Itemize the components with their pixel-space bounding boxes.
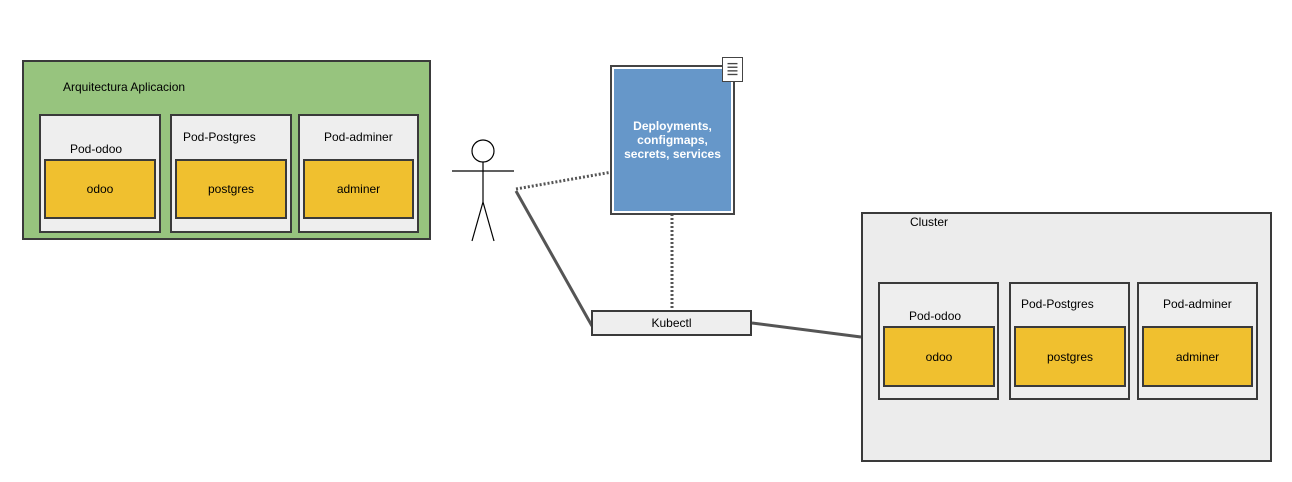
kubectl-label: Kubectl — [651, 316, 692, 330]
user-stick-figure-icon[interactable] — [448, 138, 520, 244]
cluster-container-odoo[interactable]: odoo — [883, 326, 995, 387]
kubectl-to-cluster-connector — [751, 321, 862, 339]
cluster-pod-postgres-label: Pod-Postgres — [1021, 297, 1094, 311]
manifest-text: Deployments, configmaps, secrets, servic… — [624, 119, 721, 161]
arch-container-adminer[interactable]: adminer — [303, 159, 414, 219]
user-to-kubectl-connector — [514, 190, 594, 327]
architecture-title: Arquitectura Aplicacion — [63, 80, 186, 94]
arch-pod-odoo-label: Pod-odoo — [70, 142, 123, 156]
user-to-manifest-connector — [515, 170, 613, 191]
cluster-container-adminer[interactable]: adminer — [1142, 326, 1253, 387]
arch-container-odoo[interactable]: odoo — [44, 159, 156, 219]
arch-pod-postgres-label: Pod-Postgres — [183, 130, 256, 144]
cluster-pod-odoo-label: Pod-odoo — [909, 309, 962, 323]
cluster-container-postgres[interactable]: postgres — [1014, 326, 1126, 387]
kubectl-node[interactable]: Kubectl — [591, 310, 752, 336]
manifest-document[interactable]: Deployments, configmaps, secrets, servic… — [610, 65, 735, 215]
document-icon — [722, 57, 743, 82]
arch-container-postgres[interactable]: postgres — [175, 159, 287, 219]
cluster-pod-adminer-label: Pod-adminer — [1163, 297, 1232, 311]
arch-pod-adminer-label: Pod-adminer — [324, 130, 393, 144]
cluster-title: Cluster — [910, 215, 949, 229]
